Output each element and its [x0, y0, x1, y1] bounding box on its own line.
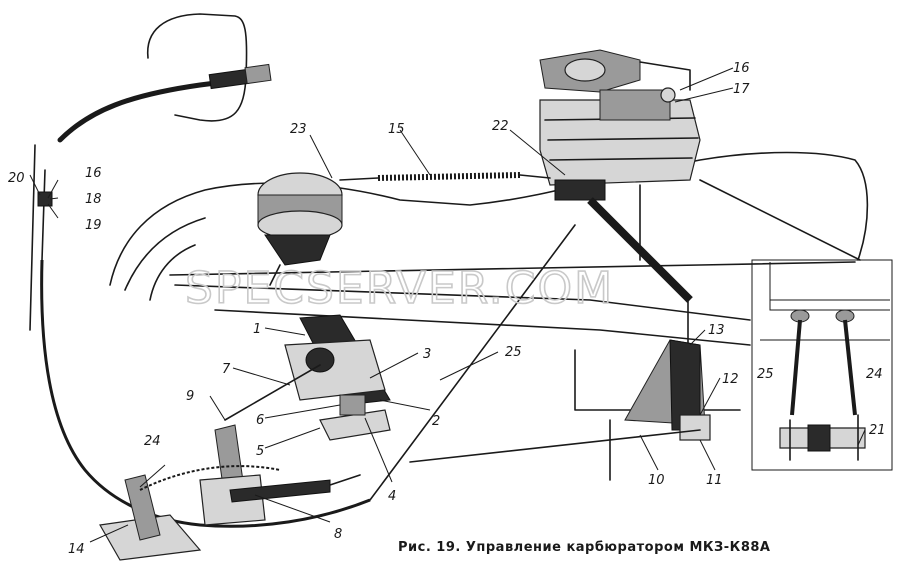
leader-lines	[29, 67, 866, 543]
engine-outline	[109, 151, 869, 481]
return-spring	[339, 172, 551, 181]
fuel-pump	[257, 172, 343, 286]
label-25-main: 25	[505, 345, 522, 360]
label-7: 7	[222, 362, 231, 377]
label-16-top: 16	[733, 61, 750, 76]
label-20: 20	[8, 171, 25, 186]
floor-lever	[199, 424, 361, 526]
label-10: 10	[648, 473, 665, 488]
label-2: 2	[432, 414, 440, 429]
watermark-text: SPECSERVER.COM	[185, 263, 614, 314]
label-14: 14	[68, 542, 85, 557]
bracket-assembly-left	[29, 144, 53, 331]
label-6: 6	[256, 413, 264, 428]
label-15: 15	[388, 122, 405, 137]
label-1: 1	[253, 322, 261, 337]
label-23: 23	[290, 122, 307, 137]
label-18: 18	[85, 192, 102, 207]
label-12: 12	[722, 372, 739, 387]
label-22: 22	[492, 119, 509, 134]
choke-cable-assembly	[57, 13, 272, 143]
accelerator-pedal	[224, 314, 391, 441]
carburetor	[539, 49, 701, 201]
hand-throttle-bracket	[99, 474, 202, 561]
throttle-rod	[369, 224, 576, 501]
cable-24	[139, 465, 281, 491]
label-4: 4	[388, 489, 396, 504]
label-25-inset: 25	[757, 367, 774, 382]
label-9: 9	[186, 389, 194, 404]
label-24-inset: 24	[866, 367, 883, 382]
flexible-cable	[40, 259, 371, 528]
lever-bracket	[409, 339, 711, 463]
label-5: 5	[256, 444, 264, 459]
label-3: 3	[423, 347, 431, 362]
label-17: 17	[733, 82, 750, 97]
label-21: 21	[869, 423, 886, 438]
inset-detail	[751, 259, 893, 471]
label-16-left: 16	[85, 166, 102, 181]
label-11: 11	[706, 473, 723, 488]
label-13: 13	[708, 323, 725, 338]
label-8: 8	[334, 527, 342, 542]
label-24-main: 24	[144, 434, 161, 449]
label-19: 19	[85, 218, 102, 233]
figure-caption: Рис. 19. Управление карбюратором МКЗ-К88…	[398, 540, 770, 555]
